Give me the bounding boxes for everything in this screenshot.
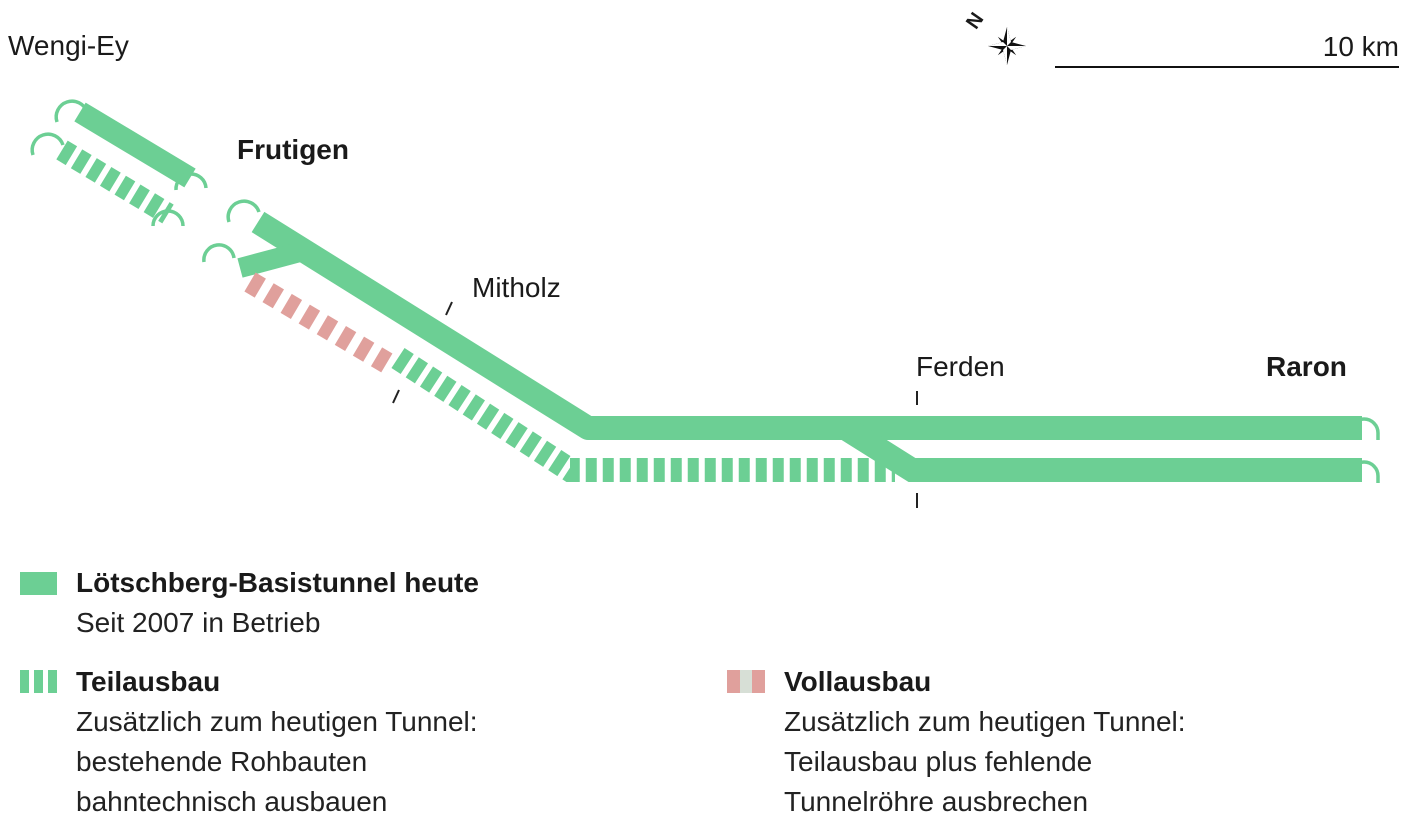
portal-arc — [1348, 460, 1380, 483]
place-wengi-ey: Wengi-Ey — [8, 30, 129, 61]
portal-arc — [202, 243, 236, 263]
legend-teilausbau-swatch — [20, 670, 57, 693]
portal-arc — [174, 172, 208, 191]
lower-tube-existing — [838, 417, 1362, 482]
wengi-tube-existing — [74, 102, 196, 188]
legend-vollausbau-title: Vollausbau — [784, 666, 932, 697]
legend-vollausbau-line: Zusätzlich zum heutigen Tunnel: — [784, 706, 1186, 737]
legend-existing-line: Seit 2007 in Betrieb — [76, 607, 321, 638]
tube-vollausbau — [244, 272, 398, 376]
legend-teilausbau-line: bestehende Rohbauten — [76, 746, 368, 777]
legend-teilausbau-line: bahntechnisch ausbauen — [76, 786, 388, 817]
portal-arc — [54, 99, 89, 123]
legend-vollausbau-line: Teilausbau plus fehlende — [784, 746, 1093, 777]
compass-rose-icon — [988, 27, 1026, 65]
portal-arc — [151, 209, 185, 227]
portal-arc — [226, 199, 261, 223]
portal-arc — [30, 132, 65, 156]
legend-teilausbau-title: Teilausbau — [76, 666, 221, 697]
place-mitholz: Mitholz — [472, 272, 561, 303]
wengi-tube-teilausbau — [56, 140, 174, 224]
legend-vollausbau-line: Tunnelröhre ausbrechen — [784, 786, 1089, 817]
legend-teilausbau-line: Zusätzlich zum heutigen Tunnel: — [76, 706, 478, 737]
legend-existing-title: Lötschberg-Basistunnel heute — [76, 567, 479, 598]
place-ferden: Ferden — [916, 351, 1005, 382]
scale-label: 10 km — [1322, 31, 1399, 62]
place-frutigen: Frutigen — [237, 134, 349, 165]
main-tube-existing — [251, 211, 1362, 440]
legend-existing-swatch — [20, 572, 57, 595]
place-raron: Raron — [1266, 351, 1347, 382]
mitholz-tick-lower — [392, 389, 400, 404]
legend-vollausbau-swatch — [727, 670, 765, 693]
frutigen-branch — [237, 242, 303, 278]
tube-teilausbau — [391, 347, 895, 482]
mitholz-tick — [445, 301, 453, 316]
portal-arc — [1348, 417, 1380, 440]
